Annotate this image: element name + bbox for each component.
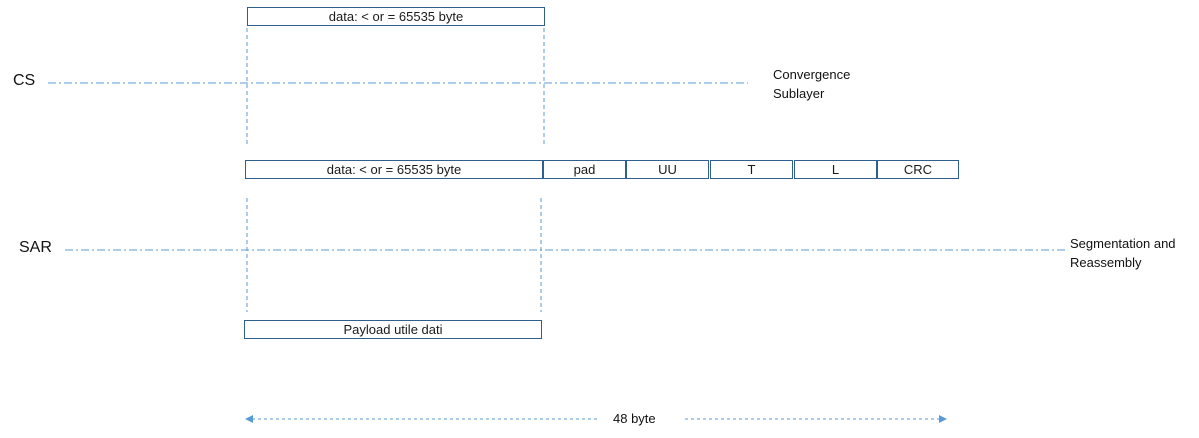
l-field: L xyxy=(794,160,877,179)
sar-layer-label: SAR xyxy=(19,239,52,256)
cs-description-line1: Convergence xyxy=(773,67,851,82)
crc-field: CRC xyxy=(877,160,959,179)
uu-field: UU xyxy=(626,160,709,179)
cs-layer-description: Convergence Sublayer xyxy=(773,65,850,103)
cs-data-block: data: < or = 65535 byte xyxy=(247,7,545,26)
payload-block: Payload utile dati xyxy=(244,320,542,339)
sar-data-block: data: < or = 65535 byte xyxy=(245,160,543,179)
t-field: T xyxy=(710,160,793,179)
span-label: 48 byte xyxy=(613,411,656,426)
sar-description-line2: Reassembly xyxy=(1070,255,1142,270)
cs-layer-label: CS xyxy=(13,72,36,89)
sar-layer-description: Segmentation and Reassembly xyxy=(1070,234,1176,272)
pad-field: pad xyxy=(543,160,626,179)
sar-description-line1: Segmentation and xyxy=(1070,236,1176,251)
cs-description-line2: Sublayer xyxy=(773,86,825,101)
